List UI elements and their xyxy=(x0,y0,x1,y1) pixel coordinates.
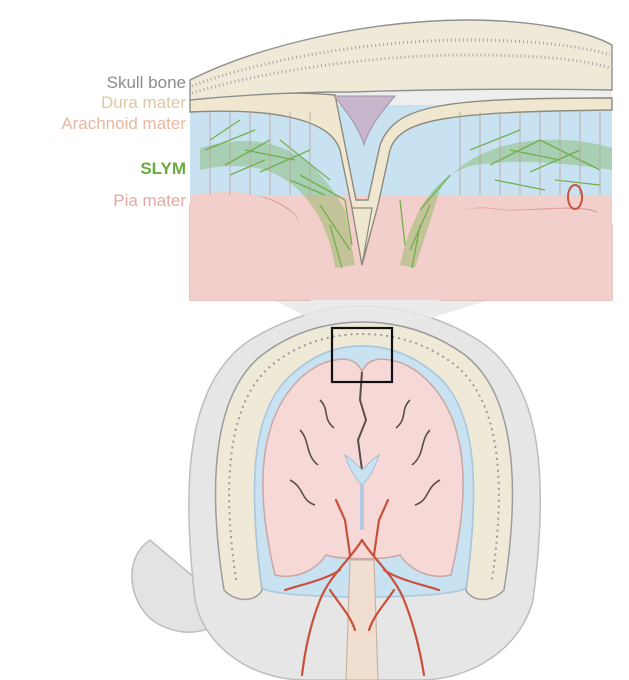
slym-label: SLYM xyxy=(140,159,186,178)
zoomed-meninges-block xyxy=(189,19,613,301)
brain-cross-section xyxy=(262,358,464,577)
arachnoid-mater-label: Arachnoid mater xyxy=(61,114,186,133)
arteries xyxy=(283,498,441,677)
brainstem xyxy=(345,559,379,680)
pia-mater-label: Pia mater xyxy=(113,191,186,210)
zoom-region-box xyxy=(330,326,394,384)
skull-bone-label: Skull bone xyxy=(106,73,186,92)
dura-mater-label: Dura mater xyxy=(100,93,186,112)
